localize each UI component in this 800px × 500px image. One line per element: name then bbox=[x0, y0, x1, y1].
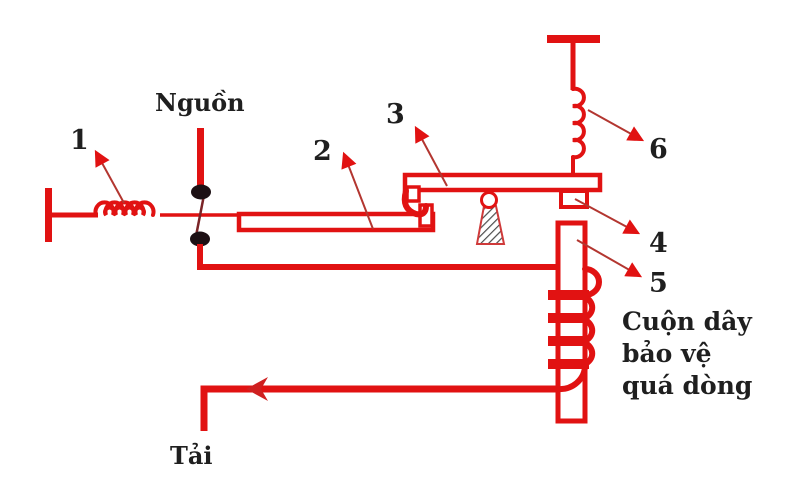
load-wire bbox=[200, 385, 560, 431]
part-number-3: 3 bbox=[386, 99, 405, 130]
callout-arrows bbox=[94, 109, 645, 278]
overcurrent-coil-caption: Cuộn dây bảo vệ quá dòng bbox=[622, 306, 752, 402]
part-number-1: 1 bbox=[70, 125, 89, 156]
part-number-2: 2 bbox=[313, 136, 332, 167]
wire-to-electromagnet bbox=[197, 244, 562, 270]
source-label: Nguồn bbox=[155, 88, 245, 117]
callout-arrow-5 bbox=[576, 239, 643, 278]
armature-beam bbox=[401, 172, 603, 218]
callout-arrow-4 bbox=[574, 198, 641, 235]
caption-line-2: bảo vệ bbox=[622, 339, 712, 368]
caption-line-1: Cuộn dây bbox=[622, 307, 752, 336]
input-terminal-icon bbox=[45, 188, 98, 242]
callout-arrow-1 bbox=[94, 149, 125, 204]
latch-hook-icon bbox=[401, 188, 429, 218]
switch-blade-icon bbox=[194, 194, 206, 237]
callout-arrow-2 bbox=[341, 151, 374, 230]
source-wire bbox=[197, 128, 204, 190]
return-spring-icon bbox=[571, 86, 586, 160]
pivot-fulcrum-icon bbox=[475, 191, 506, 245]
electromagnet-winding-icon bbox=[548, 266, 602, 393]
part-number-6: 6 bbox=[649, 134, 668, 165]
current-direction-arrow-icon bbox=[246, 377, 268, 401]
callout-arrow-6 bbox=[587, 109, 645, 142]
caption-line-3: quá dòng bbox=[622, 371, 753, 400]
series-coil-icon bbox=[93, 200, 156, 217]
part-number-4: 4 bbox=[649, 228, 668, 259]
contact-block bbox=[559, 189, 589, 209]
load-label: Tải bbox=[170, 441, 213, 470]
upper-contact-dot-icon bbox=[191, 184, 211, 200]
trip-lever-bar bbox=[236, 203, 436, 233]
part-number-5: 5 bbox=[649, 268, 668, 299]
callout-arrow-3 bbox=[414, 125, 448, 187]
top-terminal-icon bbox=[547, 35, 600, 90]
lower-contact-dot-icon bbox=[190, 231, 210, 247]
